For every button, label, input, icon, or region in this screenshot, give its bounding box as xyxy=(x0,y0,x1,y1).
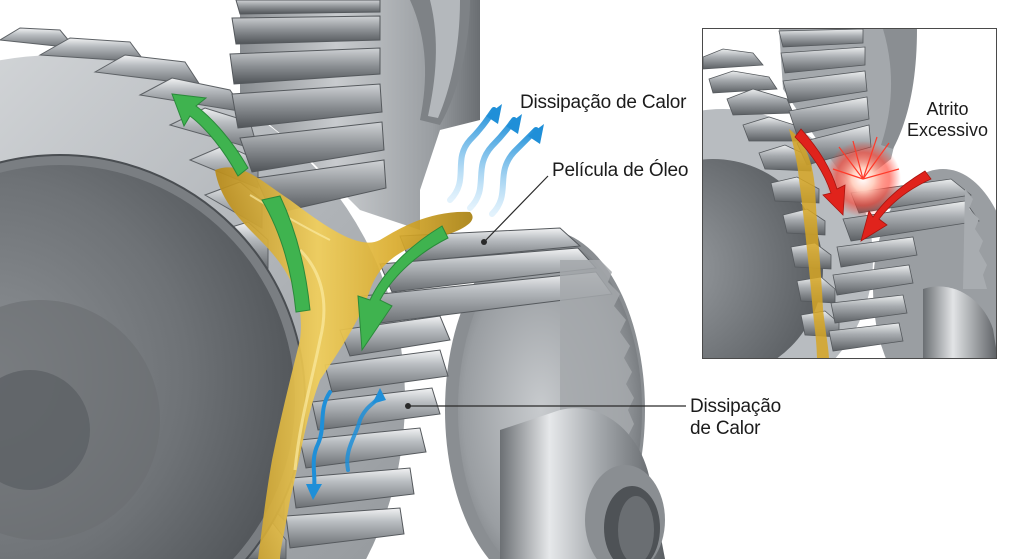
spark-rays xyxy=(832,136,900,180)
red-arrow-left xyxy=(794,128,846,216)
heat-arrowheads-bottom xyxy=(306,388,386,500)
green-arrow-down-center xyxy=(261,195,311,313)
red-arrow-right xyxy=(860,170,932,242)
label-heat-dissipation-bottom-line1: Dissipação xyxy=(690,396,781,417)
top-gear xyxy=(229,0,480,230)
friction-arrows xyxy=(794,128,932,242)
leader-dots xyxy=(405,239,487,409)
right-gear xyxy=(285,227,665,559)
heat-dissipation-arrows-top xyxy=(447,107,539,217)
label-excessive-friction: Atrito Excessivo xyxy=(907,99,988,141)
inset-excessive-friction: Atrito Excessivo xyxy=(702,28,997,359)
label-heat-dissipation-bottom-line2: de Calor xyxy=(690,418,761,439)
lubricant-flow-arrows xyxy=(171,93,449,352)
label-oil-film: Película de Óleo xyxy=(552,160,689,181)
label-heat-dissipation-bottom: Dissipação de Calor xyxy=(690,396,781,440)
label-heat-dissipation-top: Dissipação de Calor xyxy=(520,92,687,113)
leader-lines xyxy=(408,175,686,407)
inset-gear-illustration xyxy=(703,29,996,358)
label-excessive-friction-line1: Atrito xyxy=(926,99,969,119)
label-excessive-friction-line2: Excessivo xyxy=(906,120,988,140)
green-arrow-down-right xyxy=(357,225,449,352)
green-arrow-up xyxy=(171,93,249,177)
heat-arrowheads-top xyxy=(486,104,544,144)
